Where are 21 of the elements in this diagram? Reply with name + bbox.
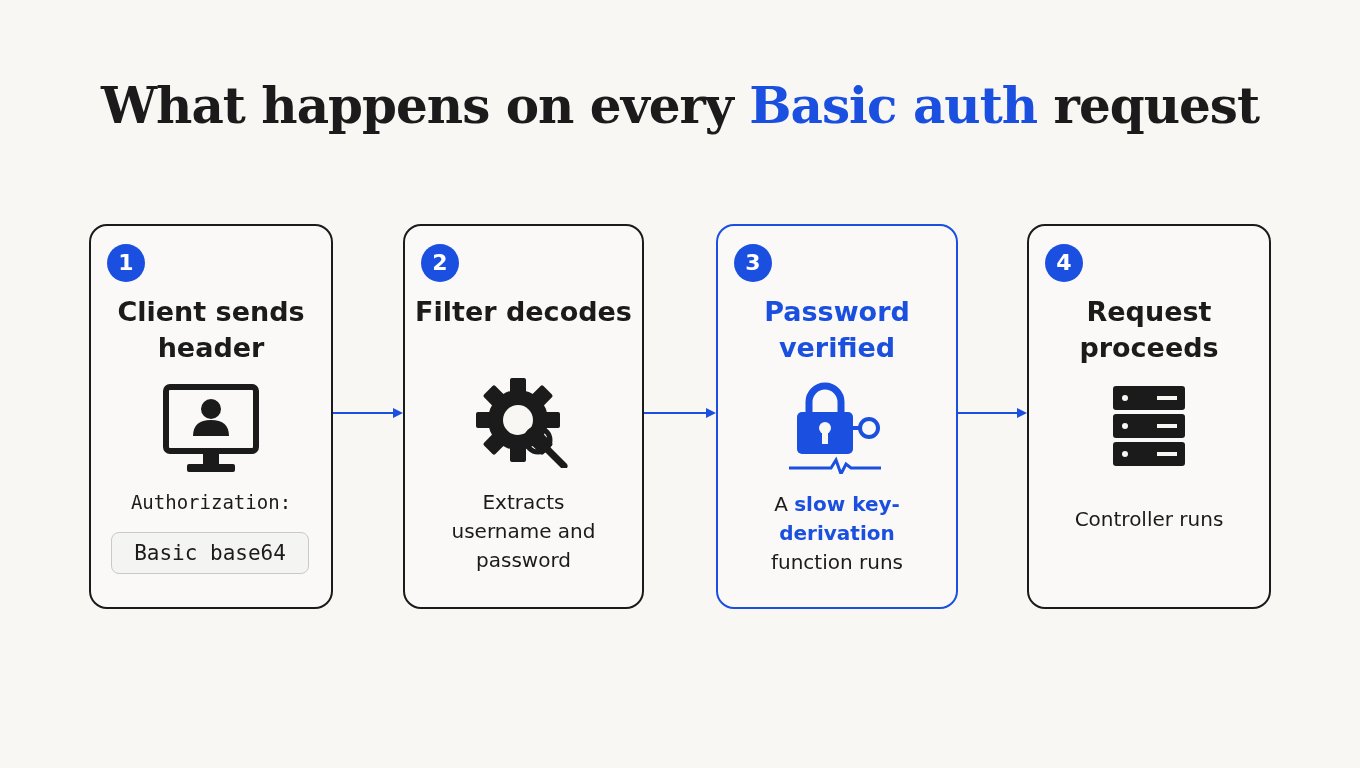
arrow	[332, 408, 403, 418]
arrow	[957, 408, 1027, 418]
step-title: Filter decodes	[415, 295, 632, 329]
step-number: 1	[107, 244, 145, 282]
step-title: Password verified	[763, 295, 911, 365]
step-number: 4	[1045, 244, 1083, 282]
step-description: Controller runs	[1073, 506, 1225, 533]
step-description: A slow key-derivation function runs	[769, 491, 905, 576]
step-number: 3	[734, 244, 772, 282]
step-card	[403, 224, 644, 609]
step-card	[1027, 224, 1271, 609]
header-name: Authorization:	[129, 490, 293, 515]
arrow	[643, 408, 716, 418]
code-snippet: Basic base64	[111, 532, 309, 574]
step-number: 2	[421, 244, 459, 282]
step-title: Request proceeds	[1078, 295, 1220, 365]
step-title: Client sends header	[116, 295, 306, 365]
step-card	[89, 224, 333, 609]
step-card	[716, 224, 958, 609]
step-description: Extracts username and password	[450, 489, 597, 574]
diagram-title: What happens on every Basic auth request	[99, 76, 1261, 135]
